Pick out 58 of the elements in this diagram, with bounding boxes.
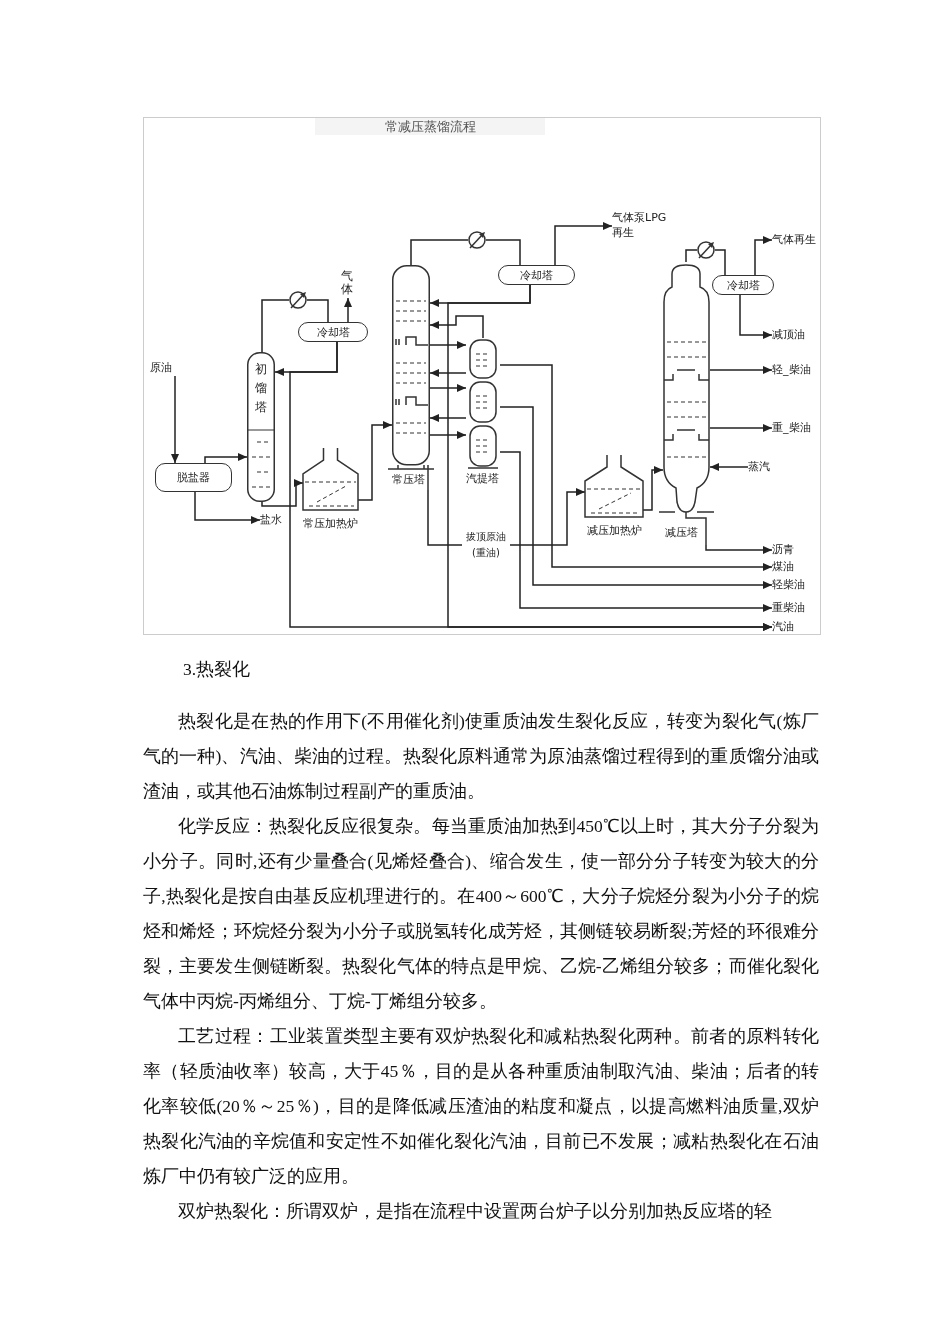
pipe-arrow (499, 451, 773, 612)
pipe-arrow (705, 544, 773, 554)
stream-label: 盐水 (260, 512, 290, 528)
pipe-arrow (429, 384, 467, 392)
stream-label: 轻_柴油 (772, 362, 818, 378)
edge-label: 拔顶原油 (重油) (462, 529, 510, 561)
pipe-arrow (429, 431, 467, 439)
pipe-arrow (357, 421, 393, 501)
cooler-vessel: 脱盐器 (155, 463, 232, 492)
pipe-arrow (344, 297, 352, 323)
pipe-arrow (429, 414, 467, 422)
cooler-vessel: 冷却塔 (498, 265, 575, 285)
equipment-label: 初馏塔 (255, 361, 267, 417)
stream-label: 气体再生 (772, 232, 818, 248)
paragraph: 双炉热裂化：所谓双炉，是指在流程中设置两台炉子以分别加热反应塔的轻 (177, 1200, 773, 1223)
stream-label: 轻柴油 (772, 577, 812, 593)
stream-label: 气体 (341, 270, 355, 298)
stream-label: 汽油 (772, 619, 802, 635)
pipe-arrow (204, 453, 248, 464)
pipe-arrow (739, 294, 773, 339)
stream-label: 蒸汽 (748, 459, 774, 475)
section-heading: 3.热裂化 (182, 658, 252, 681)
pipe-line (714, 249, 726, 276)
pipe-arrow (709, 424, 773, 432)
paragraph: 工艺过程：工业装置类型主要有双炉热裂化和减粘热裂化两种。前者的原料转化率（轻质油收率）较高，大于45％，目的是从各种重质油制取汽油、柴油；后者的转化率较低(20％～25％)，目的是降低减压渣油的粘度和凝点，以提高燃料油质量,双炉热裂化汽油的辛烷值和安定性不如催化裂化汽油，目前已不发展；减粘热裂化在石油炼厂中仍有较广泛的应用。 (143, 1025, 819, 1188)
paragraph: 热裂化是在热的作用下(不用催化剂)使重质油发生裂化反应，转变为裂化气(炼厂气的一种)、汽油、柴油的过程。热裂化原料通常为原油蒸馏过程得到的重质馏分油或渣油，或其他石油炼制过程副产的重质油。 (143, 710, 819, 803)
pipe-arrow (429, 341, 467, 349)
stream-label: 气体泵LPG再生 (612, 210, 674, 240)
pipe-arrow (754, 236, 773, 276)
pipe-arrow (447, 284, 773, 631)
paragraph: 化学反应：热裂化反应很复杂。每当重质油加热到450℃以上时，其大分子分裂为小分子。同时,还有少量叠合(见烯烃叠合)、缩合发生，使一部分分子转变为较大的分子,热裂化是按自由基反应机理进行的。在400～600℃，大分子烷烃分裂为小分子的烷烃和烯烃；环烷烃分裂为小分子或脱氢转化成芳烃，其侧链较易断裂;芳烃的环很难分裂，主要发生侧链断裂。热裂化气体的特点是甲烷、乙烷-乙烯组分较多；而催化裂化气体中丙烷-丙烯组分、丁烷-丁烯组分较多。 (143, 815, 819, 1013)
stream-label: 煤油 (772, 559, 802, 575)
cooler-vessel: 冷却塔 (298, 322, 368, 342)
stream-label: 原油 (150, 360, 180, 376)
pipe-arrow (709, 366, 773, 374)
stream-label: 沥青 (772, 542, 802, 558)
pipe-arrow (171, 375, 179, 464)
stream-label: 重_柴油 (772, 420, 818, 436)
equipment-label: 汽提塔 (466, 471, 499, 487)
pipe-arrow (709, 463, 749, 471)
pipe-arrow (429, 315, 484, 339)
pipe-arrow (194, 491, 261, 524)
equipment-label: 常压加热炉 (303, 516, 358, 532)
cooler-vessel: 冷却塔 (712, 275, 774, 295)
pipe-arrow (642, 466, 664, 511)
diagram-title: 常减压蒸馏流程 (315, 118, 545, 135)
pipe-line (685, 249, 698, 263)
pipe-line (306, 299, 329, 323)
stream-label: 重柴油 (772, 600, 812, 616)
pipe-arrow (261, 479, 304, 507)
pipe-arrow (499, 406, 773, 589)
equipment-label: 减压加热炉 (585, 523, 643, 539)
pipe-line (485, 239, 521, 266)
pipe-line (410, 239, 469, 266)
pipe-arrow (429, 369, 467, 377)
stream-label: 减顶油 (772, 327, 812, 343)
pipe-line (261, 299, 290, 353)
pipe-arrow (554, 222, 613, 266)
